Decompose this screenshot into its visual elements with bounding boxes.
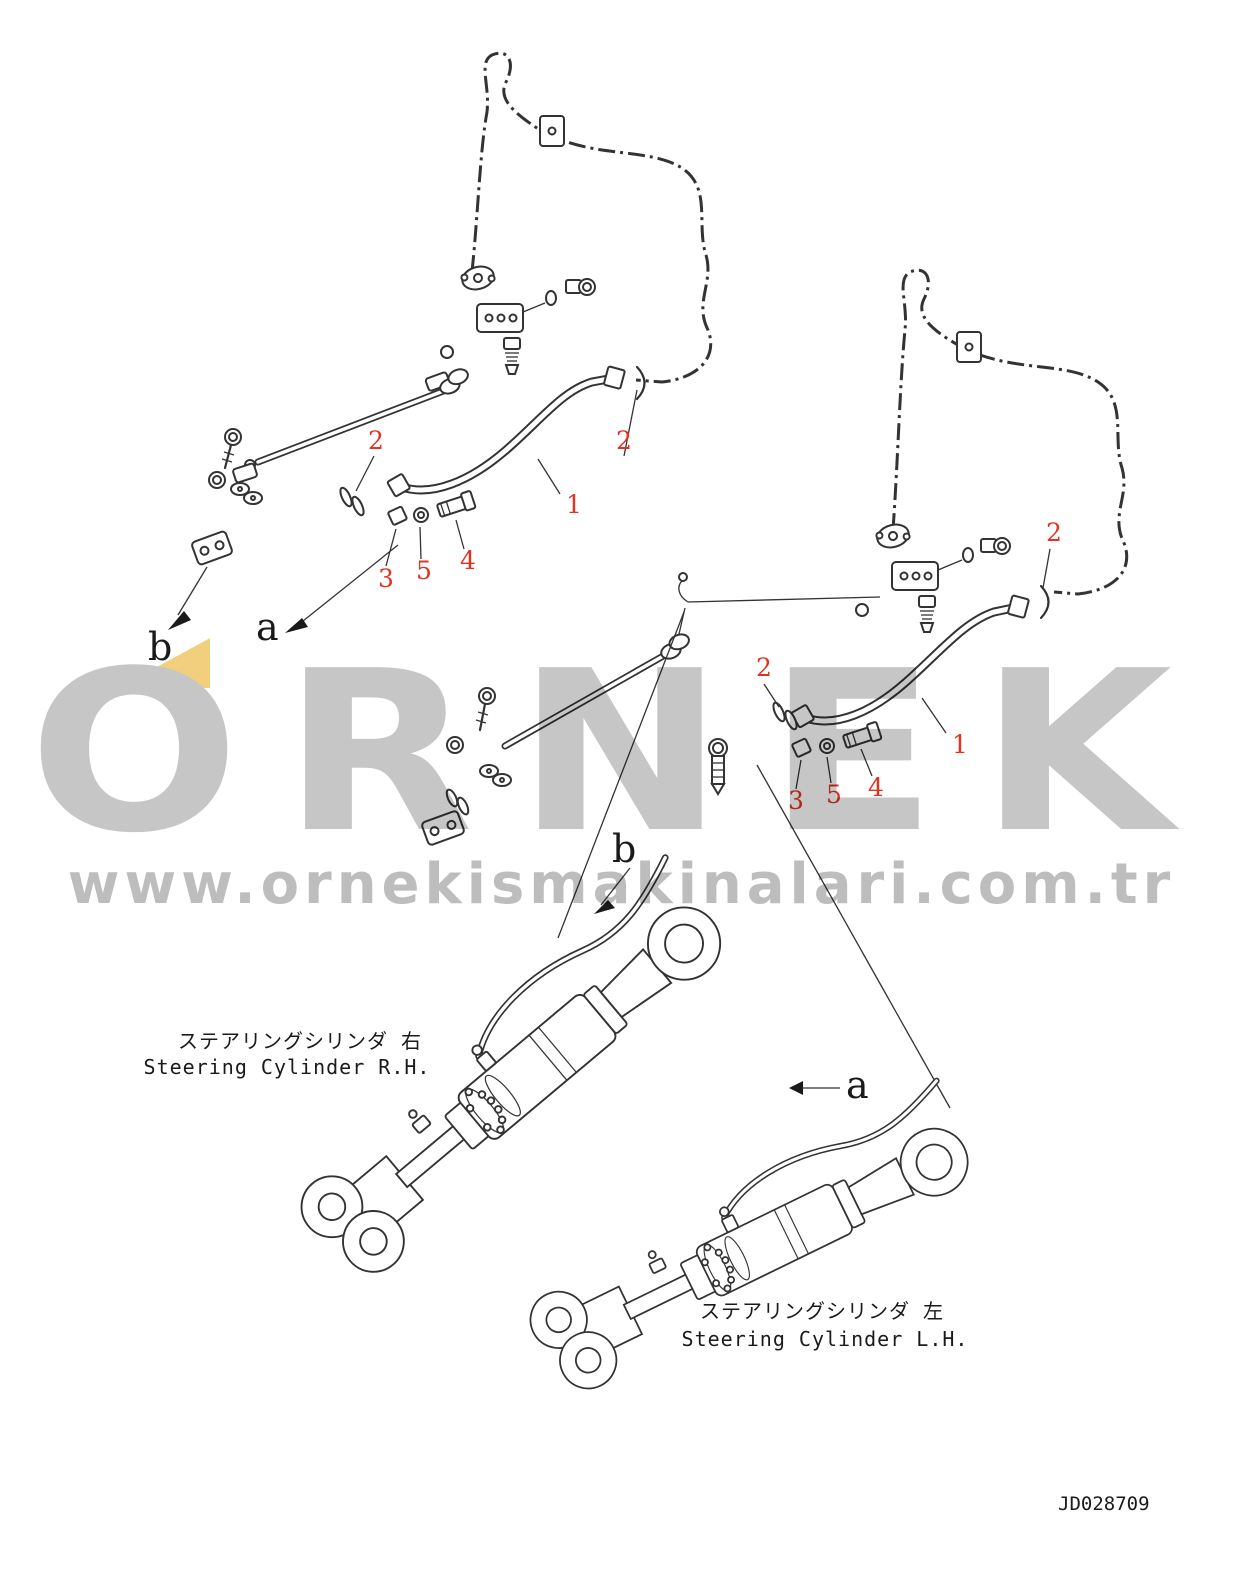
view-a2-arrow [789, 1081, 840, 1095]
piston-rod [394, 1123, 467, 1189]
view-a2-label: a [846, 1063, 869, 1107]
drawing-number: JD028709 [1058, 1493, 1150, 1515]
connector-item [436, 490, 477, 518]
view-b2-label: b [612, 827, 636, 871]
callout-2-clip: 2 [1046, 518, 1062, 547]
view-b2-arrow [594, 867, 631, 914]
flange-fitting [460, 265, 496, 291]
washers-pair [339, 486, 365, 517]
flange-clamp [421, 810, 465, 846]
leader-line-a [756, 764, 951, 1109]
steel-tube [254, 386, 450, 466]
view-b-label: b [148, 625, 172, 669]
rod-eye [646, 906, 722, 981]
callout-4-connector: 4 [460, 546, 476, 575]
rod-eye [899, 1127, 969, 1197]
washers-pair [772, 701, 798, 731]
cylinder-port-tube [475, 854, 669, 1060]
rod-clamp [408, 1109, 432, 1134]
view-a-arrow [285, 544, 399, 633]
washer [446, 736, 464, 754]
callout-5-ring: 5 [826, 780, 842, 809]
steering-cylinder-lh [529, 1077, 969, 1390]
eye-arm [847, 1157, 915, 1216]
hose-assembly [790, 594, 1030, 729]
steel-tube [501, 607, 686, 750]
plug-bolt [565, 278, 596, 296]
callout-3-elbow: 3 [378, 564, 394, 593]
eye-arm [599, 948, 673, 1019]
tube-clamp [956, 331, 982, 363]
plug-bolt [980, 537, 1011, 555]
rod-clamp [647, 1250, 667, 1274]
view-b-arrow [168, 566, 208, 630]
piston-rod [622, 1272, 696, 1321]
cylinder-rh-label-jp: ステアリングシリンダ 右 [178, 1029, 422, 1053]
mounting-bolt [708, 738, 728, 796]
hose-end-hex [386, 473, 411, 498]
callout-3-elbow: 3 [788, 786, 804, 815]
elbow-item [791, 737, 812, 758]
flange-clamp [191, 530, 233, 566]
tube-elbow [232, 459, 258, 484]
bolt [221, 428, 242, 470]
elbow-item [387, 505, 408, 526]
ring-item [819, 738, 835, 754]
hose-end-nut [1007, 594, 1030, 619]
o-ring [855, 603, 869, 617]
washers-pair-2 [445, 788, 470, 816]
o-ring [440, 345, 454, 359]
callout-1-hose: 1 [952, 730, 968, 759]
tube-clamp-2 [424, 368, 469, 395]
washer [208, 471, 226, 489]
lh-piping-assembly: 2 1 2 3 5 4 [421, 268, 1129, 846]
callout-2-clip: 2 [616, 426, 632, 455]
bolt-ring [700, 1236, 750, 1293]
callout-2-washers: 2 [368, 426, 384, 455]
manifold-block [476, 290, 557, 333]
manifold-block [891, 547, 974, 591]
callout-2-washers: 2 [756, 653, 772, 682]
hose-assembly [386, 365, 626, 498]
hose-clip [635, 365, 646, 401]
tube-clamp [539, 115, 565, 147]
view-a-label: a [256, 605, 279, 649]
cylinder-lh-label-jp: ステアリングシリンダ 左 [700, 1299, 944, 1323]
cylinder-rh-label-en: Steering Cylinder R.H. [144, 1055, 431, 1079]
flange-fitting [875, 523, 911, 549]
cylinder-port-tube [721, 1077, 940, 1221]
clamp-halves [479, 764, 512, 787]
elbow-fitting [918, 595, 936, 633]
hose-end-nut [603, 365, 626, 390]
clamp-halves [230, 482, 263, 505]
clevis-fork [529, 1285, 644, 1390]
callout-5-ring: 5 [416, 556, 432, 585]
connector-item [842, 721, 883, 749]
elbow-fitting [503, 337, 521, 375]
bolt-ring [464, 1074, 521, 1135]
port-fitting [471, 1044, 497, 1072]
callout-4-connector: 4 [868, 773, 884, 802]
connecting-pipe [678, 572, 881, 603]
cylinder-lh-label-en: Steering Cylinder L.H. [682, 1327, 969, 1351]
leader-line-b [557, 611, 685, 939]
bolt [475, 687, 496, 732]
port-fitting [718, 1206, 739, 1233]
rh-piping-assembly: 2 1 2 3 5 4 b a [148, 51, 713, 669]
callout-1-hose: 1 [566, 490, 582, 519]
hose-clip [1039, 584, 1050, 620]
ring-item [413, 507, 429, 523]
steering-cylinder-rh [300, 854, 722, 1273]
